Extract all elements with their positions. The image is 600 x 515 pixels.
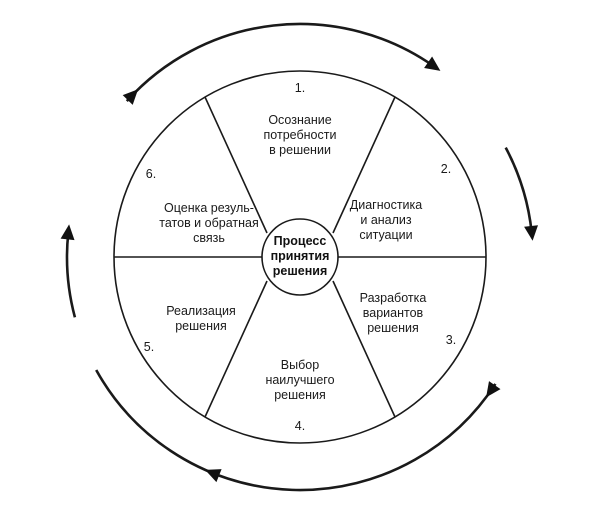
stage-6: 6. Оценка резуль- татов и обратная связь [146,167,259,245]
stage-label-line: решения [175,319,227,333]
cycle-arrowhead-right [524,225,538,241]
cycle-arrow-bottom [95,369,497,492]
center-label: Процесс принятия решения [271,234,330,278]
stage-label-line: потребности [264,128,337,142]
center-label-line: Процесс [274,234,327,248]
stage-label-line: решения [274,388,326,402]
stage-label-line: ситуации [359,228,412,242]
center-label-line: решения [273,264,328,278]
stage-label-line: и анализ [360,213,412,227]
stage-number: 6. [146,167,156,181]
cycle-arrow-right [504,146,533,233]
stage-label-line: в решении [269,143,331,157]
stage-3: 3. Разработка вариантов решения [360,291,457,347]
stage-label-line: Осознание [268,113,331,127]
stage-label-line: связь [193,231,225,245]
stage-label-line: Оценка резуль- [164,201,254,215]
stage-label-line: решения [367,321,419,335]
stage-number: 3. [446,333,456,347]
stage-label-line: Разработка [360,291,427,305]
stage-number: 1. [295,81,305,95]
stage-label-line: татов и обратная [159,216,258,230]
wheel-spokes [114,96,486,418]
stage-label-line: Выбор [281,358,319,372]
cycle-arrows [60,22,538,492]
stage-1: 1. Осознание потребности в решении [264,81,337,157]
center-label-line: принятия [271,249,330,263]
center-hub [261,218,339,296]
stage-number: 2. [441,162,451,176]
stage-label-line: Диагностика [350,198,423,212]
stage-label-line: наилучшего [265,373,334,387]
cycle-arrowhead-top-left [122,89,139,105]
spoke-top-left [204,96,268,234]
stage-2: 2. Диагностика и анализ ситуации [350,162,451,242]
stage-label-line: вариантов [363,306,424,320]
cycle-arrow-left [65,232,77,318]
stage-label-line: Реализация [166,304,236,318]
cycle-arrowhead-bottom-right [486,381,501,398]
spoke-bottom-right [332,280,396,418]
spoke-top-right [332,96,396,234]
stage-5: 5. Реализация решения [144,304,236,354]
stage-number: 4. [295,419,305,433]
stage-number: 5. [144,340,154,354]
cycle-arrowhead-left [60,224,75,241]
cycle-arrowhead-top [424,56,441,71]
stage-4: 4. Выбор наилучшего решения [265,358,334,433]
spoke-bottom-left [204,280,268,418]
cycle-arrowhead-bottom-left [205,469,222,483]
cycle-arrow-top [125,22,435,102]
